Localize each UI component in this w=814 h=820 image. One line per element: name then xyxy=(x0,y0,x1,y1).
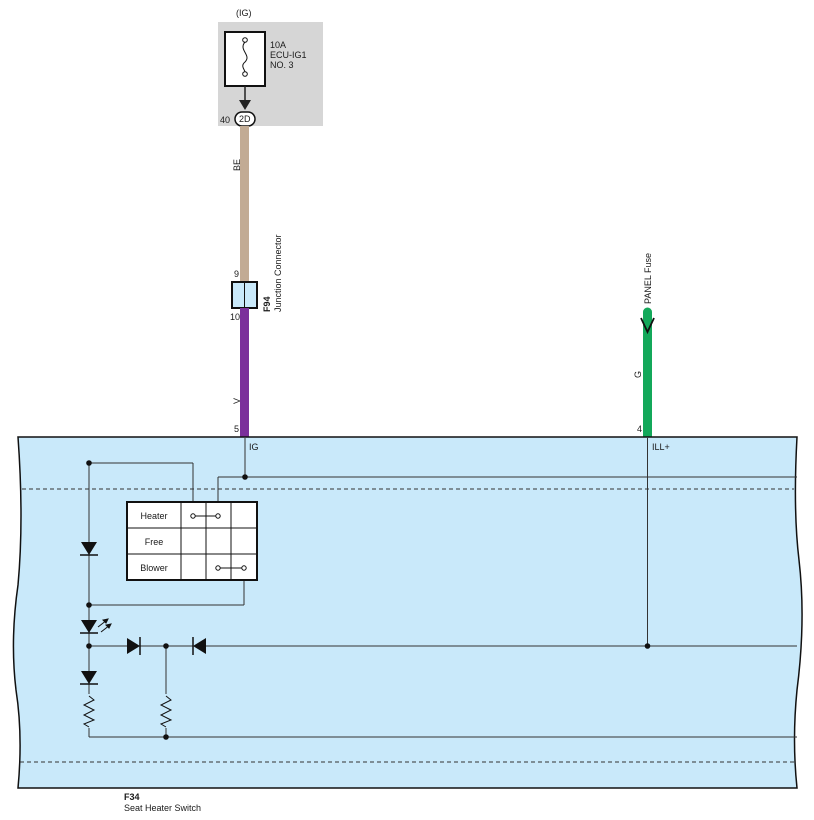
resistor-icon xyxy=(82,695,96,728)
fuse-number: NO. 3 xyxy=(270,60,294,70)
resistor-icon xyxy=(159,695,173,728)
contact-heater-icon xyxy=(190,513,221,519)
terminal-ig-label: IG xyxy=(249,442,259,452)
fuse-name: ECU-IG1 xyxy=(270,50,307,60)
diode-icon xyxy=(127,638,140,654)
resistor-gap xyxy=(84,694,94,728)
wire-be xyxy=(240,126,249,282)
wire-be-label: BE xyxy=(232,159,242,171)
switch-code: F34 xyxy=(124,792,140,802)
switch-pin-ig: 5 xyxy=(234,424,239,434)
led-indicator-icon xyxy=(81,620,97,633)
panel-fuse-label: PANEL Fuse xyxy=(643,253,653,304)
junction-name: Junction Connector xyxy=(273,234,283,312)
contact-blower-icon xyxy=(215,565,247,571)
connector-arrow-icon xyxy=(239,100,251,110)
wire-g-label: G xyxy=(633,371,643,378)
internal-wiring xyxy=(88,438,797,738)
panel-fuse-arrow-icon xyxy=(640,317,655,335)
wire-v xyxy=(240,308,249,438)
junction-dots xyxy=(86,460,651,740)
fuse-rating: 10A xyxy=(270,40,286,50)
junction-pin-out: 10 xyxy=(230,312,240,322)
wire-v-label: V xyxy=(232,398,242,404)
position-heater-label: Heater xyxy=(140,511,167,521)
resistor-gap xyxy=(161,694,171,728)
junction-pin-in: 9 xyxy=(234,269,239,279)
diode-icon xyxy=(193,638,206,654)
switch-pin-ill: 4 xyxy=(637,424,642,434)
led-light-rays-icon xyxy=(97,618,112,633)
position-free-label: Free xyxy=(145,537,164,547)
connector-2d-label: 2D xyxy=(239,114,251,124)
switch-module-body xyxy=(12,436,803,789)
junction-code: F94 xyxy=(262,296,272,312)
switch-name: Seat Heater Switch xyxy=(124,803,201,813)
diode-icon xyxy=(81,671,97,684)
fuse-power-source: (IG) xyxy=(236,8,252,18)
wire-g xyxy=(643,312,652,438)
fuse-terminal-bottom xyxy=(242,71,248,77)
diode-icon xyxy=(81,542,97,555)
fuse-pin-number: 40 xyxy=(220,115,230,125)
fuse-element-icon xyxy=(242,41,248,73)
position-blower-label: Blower xyxy=(140,563,168,573)
terminal-ill-label: ILL+ xyxy=(652,442,670,452)
fuse-terminal-top xyxy=(242,37,248,43)
wire-g-end xyxy=(643,307,652,317)
